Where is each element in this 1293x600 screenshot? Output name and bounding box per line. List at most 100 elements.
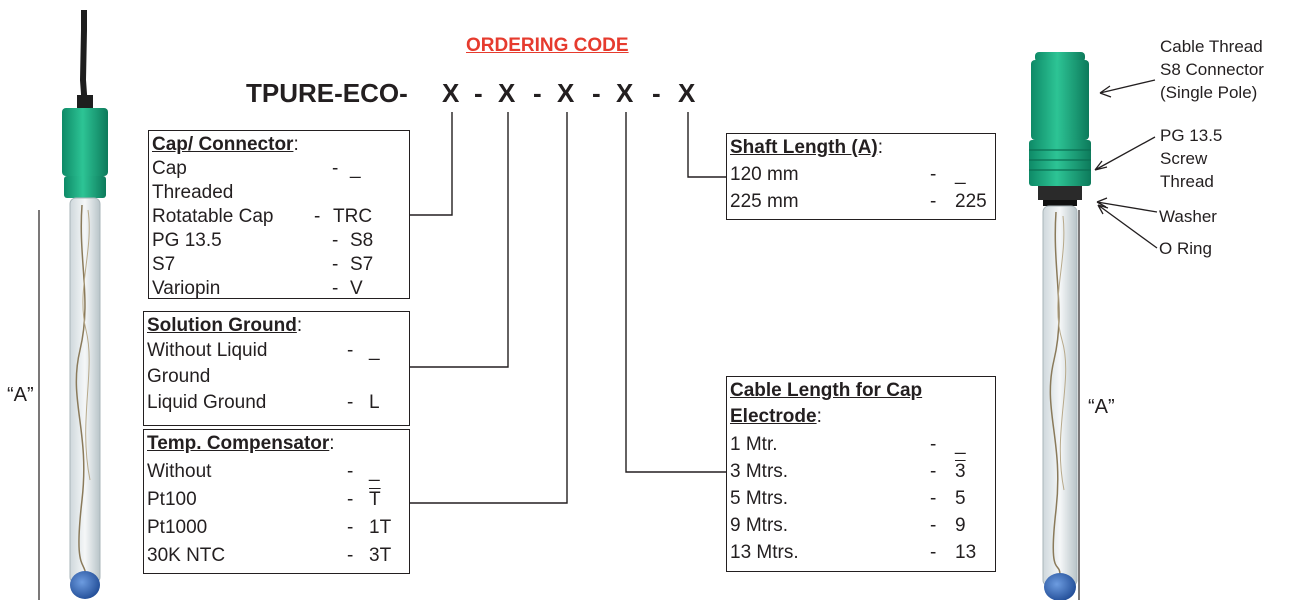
code-separator: - [652,78,661,108]
inner-wire [1049,211,1061,576]
callout-line: S8 Connector [1160,60,1264,79]
option-value: _ [955,434,966,455]
option-value: 9 [955,515,966,536]
option-name: PG 13.5 [152,230,222,251]
cap-connector-box: Cap/ Connector: Cap-_ Threaded Rotatable… [148,130,410,299]
option-value: T [369,489,381,510]
ordering-code-title: ORDERING CODE [466,35,629,56]
callout-line: Thread [1160,172,1214,191]
cable-boot [77,95,93,109]
dimension-label-right: “A” [1088,396,1115,418]
option-value: S7 [350,254,374,275]
glass-shaft [69,197,101,584]
option-value: _ [350,158,361,179]
option-name: Threaded [152,182,234,203]
code-segment-temp: X [557,78,575,108]
option-name: 3 Mtrs. [730,461,789,482]
connector-temp [410,112,568,504]
cap-top [62,108,108,176]
cap-crown [1035,52,1085,62]
connector-shaft [687,112,726,178]
option-name: 30K NTC [147,545,226,566]
cap-connector-heading: Cap/ Connector [152,134,294,155]
right-electrode [1029,52,1091,600]
arrow-pg-thread [1094,136,1156,171]
cap-top [1031,60,1089,140]
callout-line: Screw [1160,149,1208,168]
temp-compensator-heading: Temp. Compensator [147,433,330,454]
option-value: 225 [955,191,987,212]
callout-washer: Washer [1159,207,1217,226]
option-value: 1T [369,517,392,538]
option-name: 9 Mtrs. [730,515,789,536]
option-name: 120 mm [730,164,799,185]
solution-ground-heading: Solution Ground [147,315,297,336]
option-name: Pt1000 [147,517,208,538]
code-segment-cap: X [442,78,460,108]
code-separator: - [474,78,483,108]
washer [1038,186,1082,200]
code-separator: - [533,78,542,108]
callout-arrows [1094,79,1158,249]
code-segment-shaft: X [678,78,696,108]
option-name: Ground [147,366,211,387]
arrow-o-ring [1097,204,1158,249]
arrow-washer [1096,197,1158,213]
option-name: Cap [152,158,187,179]
option-value: S8 [350,230,374,251]
inner-wire [75,204,87,576]
cable-length-heading: Cable Length for Cap [730,380,923,401]
cap-thread [64,176,106,198]
option-name: Rotatable Cap [152,206,274,227]
callout-o-ring: O Ring [1159,239,1212,258]
glass-shaft [1042,205,1078,587]
screw-thread [1029,140,1091,186]
option-value: 13 [955,542,977,563]
cable [79,10,88,109]
connector-cable [625,112,726,473]
left-electrode [62,10,108,599]
option-name: Without Liquid [147,340,268,361]
option-name: 225 mm [730,191,799,212]
sensor-bulb [70,571,100,599]
option-value: _ [369,461,380,482]
option-name: 1 Mtr. [730,434,778,455]
code-separator: - [592,78,601,108]
inner-wire-2 [82,209,91,481]
option-name: Liquid Ground [147,392,267,413]
option-value: _ [955,164,966,185]
option-value: 5 [955,488,966,509]
option-name: Variopin [152,278,221,299]
option-name: 13 Mtrs. [730,542,799,563]
shaft-length-box: Shaft Length (A): 120 mm-_ 225 mm-225 [726,133,996,220]
temp-compensator-box: Temp. Compensator: Without-_ Pt100-T Pt1… [143,429,410,574]
option-value: _ [369,340,380,361]
callout-pg-thread: PG 13.5 Screw Thread [1160,124,1222,193]
code-segment-ground: X [498,78,516,108]
callout-cable-thread: Cable Thread S8 Connector (Single Pole) [1160,35,1264,104]
option-value: L [369,392,380,413]
option-name: S7 [152,254,176,275]
option-name: Pt100 [147,489,197,510]
code-segment-cable: X [616,78,634,108]
code-prefix: TPURE-ECO- [246,78,408,108]
o-ring [1043,200,1077,206]
option-name: 5 Mtrs. [730,488,789,509]
callout-line: (Single Pole) [1160,83,1258,102]
solution-ground-box: Solution Ground: Without Liquid-_ Ground… [143,311,410,426]
callout-line: Cable Thread [1160,37,1263,56]
arrow-cable-thread [1099,79,1156,98]
option-value: TRC [333,206,373,227]
sensor-bulb [1044,573,1076,600]
dimension-label-left: “A” [7,384,34,406]
connector-cap [410,112,453,216]
cable-length-box: Cable Length for Cap Electrode: 1 Mtr.-_… [726,376,996,572]
shaft-length-heading: Shaft Length (A) [730,137,878,158]
option-value: V [350,278,363,299]
cable-length-heading-2: Electrode [730,406,817,427]
code-connectors [410,112,726,504]
option-value: 3T [369,545,392,566]
connector-ground [410,112,509,368]
callout-line: PG 13.5 [1160,126,1223,145]
